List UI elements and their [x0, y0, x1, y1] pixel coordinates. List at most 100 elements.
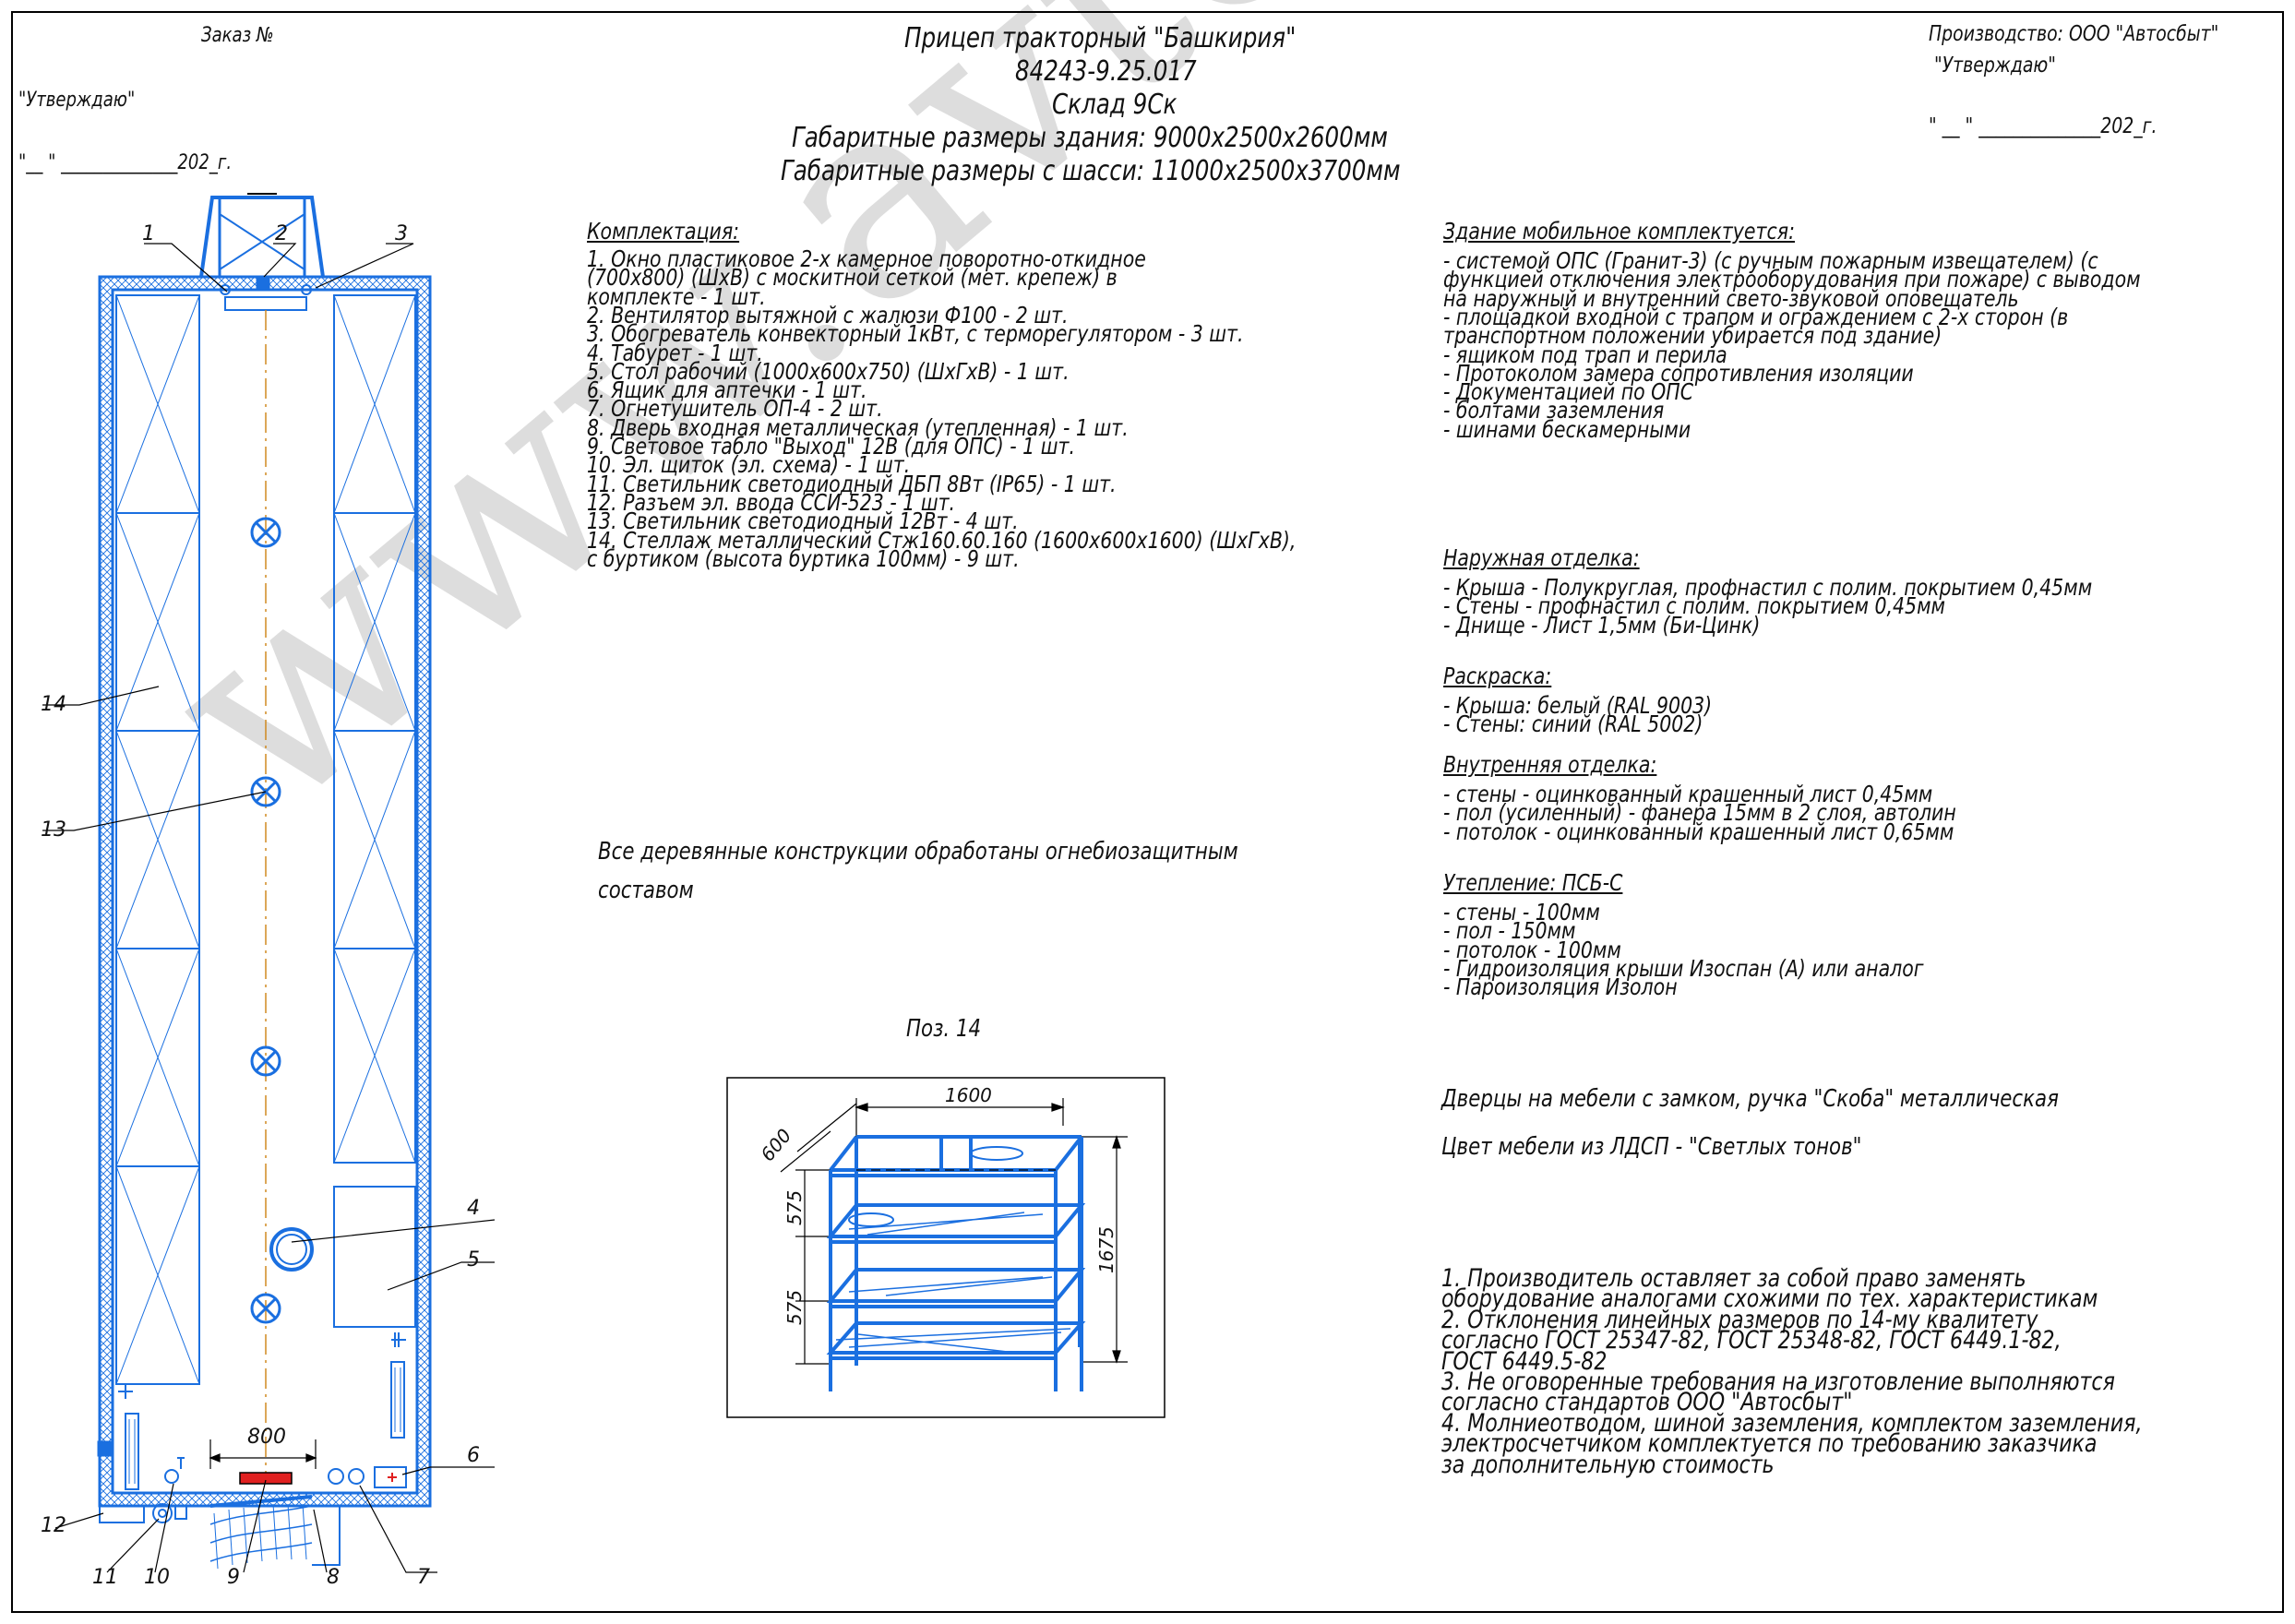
building-line: - Протоколом замера сопротивления изоляц…: [1443, 359, 1914, 387]
exit-sign: [239, 1472, 293, 1485]
note-line: 3. Не оговоренные требования на изготовл…: [1441, 1367, 2115, 1396]
kit-line: (700х800) (ШхВ) с москитной сеткой (мет.…: [587, 264, 1118, 292]
right-racks: [333, 294, 416, 1164]
building-heading: Здание мобильное комплектуется:: [1443, 218, 1795, 245]
note-line: 4. Молниеотводом, шиной заземления, комп…: [1441, 1408, 2143, 1438]
building-line: на наружный и внутренний свето-звуковой …: [1443, 284, 2019, 312]
lamps: [250, 517, 281, 1324]
callout-14: 14: [41, 693, 66, 716]
inner-line: - стены - оцинкованный крашенный лист 0,…: [1443, 781, 1933, 807]
furniture-line-1: Дверцы на мебели с замком, ручка "Скоба"…: [1441, 1085, 2059, 1113]
work-table: [333, 1186, 416, 1328]
kit-line: 7. Огнетушитель ОП-4 - 2 шт.: [587, 395, 883, 423]
callout-2: 2: [275, 222, 288, 245]
title-line-5: Габаритные размеры с шасси: 11000х2500х3…: [781, 155, 1401, 187]
outer-line: - Днище - Лист 1,5мм (Би-Цинк): [1443, 611, 1761, 639]
paint-line: - Стены: синий (RAL 5002): [1443, 710, 1703, 738]
kit-note-line-1: Все деревянные конструкции обработаны ог…: [598, 838, 1238, 866]
stool: [269, 1227, 314, 1272]
rack-frame: [726, 1077, 1165, 1418]
insul-heading: Утепление: ПСБ-С: [1443, 869, 1623, 896]
building-line: - ящиком под трап и перила: [1443, 340, 1727, 368]
kit-line: 13. Светильник светодиодный 12Вт - 4 шт.: [587, 508, 1019, 535]
callout-8: 8: [327, 1566, 340, 1589]
kit-line: 4. Табурет - 1 шт.: [587, 339, 763, 366]
entry-connector: [99, 1505, 145, 1523]
building-line: транспортном положении убирается под зда…: [1443, 322, 1942, 350]
title-line-1: Прицеп тракторный "Башкирия": [904, 22, 1297, 54]
building-line: функцией отключения электрооборудования …: [1443, 266, 2141, 293]
note-line: 2. Отклонения линейных размеров по 14-му…: [1441, 1305, 2038, 1334]
window-marker: [256, 276, 270, 291]
note-line: за дополнительную стоимость: [1441, 1450, 1775, 1479]
producer: Производство: ООО "Автосбыт": [1929, 22, 2219, 46]
heater-right: [390, 1361, 405, 1439]
kit-line: 2. Вентилятор вытяжной с жалюзи Ф100 - 2…: [587, 301, 1069, 328]
building-line: - Документацией по ОПС: [1443, 378, 1694, 406]
kit-line: 10. Эл. щиток (эл. схема) - 1 шт.: [587, 451, 911, 479]
building-line: - болтами заземления: [1443, 397, 1665, 424]
paint-line: - Крыша: белый (RAL 9003): [1443, 692, 1713, 719]
note-line: электросчетчиком комплектуется по требов…: [1441, 1429, 2098, 1459]
insul-line: - Пароизоляция Изолон: [1443, 973, 1678, 1001]
heater-left: [125, 1413, 139, 1490]
outer-heading: Наружная отделка:: [1443, 544, 1640, 571]
callout-6: 6: [467, 1444, 480, 1467]
note-line: ГОСТ 6449.5-82: [1441, 1346, 1608, 1376]
inner-heading: Внутренняя отделка:: [1443, 751, 1657, 778]
approve-right: "Утверждаю": [1934, 54, 2056, 78]
building-line: - площадкой входной с трапом и ограждени…: [1443, 303, 2069, 330]
leaders: [42, 243, 496, 1573]
rack-detail: [726, 1077, 1165, 1418]
kit-line: 6. Ящик для аптечки - 1 шт.: [587, 376, 867, 404]
callout-labels: 1 2 3 4 5 6 7 8 9 10 11 12 13 14 800: [41, 222, 480, 1589]
callout-12: 12: [41, 1514, 66, 1537]
top-hatch: [199, 196, 325, 278]
rack-dim-depth: 600: [756, 1125, 795, 1166]
rack-position-label: Поз. 14: [906, 1015, 982, 1043]
building-line: - шинами бескамерными: [1443, 415, 1691, 443]
kit-heading: Комплектация:: [587, 218, 740, 245]
kit-note-line-2: составом: [598, 877, 694, 904]
rack-dim-shelf-1: 575: [783, 1190, 806, 1225]
left-racks: [115, 294, 200, 1385]
rack-dim-height: 1675: [1095, 1226, 1118, 1273]
note-line: 1. Производитель оставляет за собой прав…: [1441, 1264, 2026, 1293]
insul-line: - стены - 100мм: [1443, 899, 1600, 925]
date-line-right: " __ " ______________202_г.: [1929, 114, 2158, 138]
callout-1: 1: [142, 222, 155, 245]
outer-line: - Стены - профнастил с полим. покрытием …: [1443, 592, 1946, 620]
first-aid-box: [374, 1466, 407, 1488]
kit-line: 12. Разъем эл. ввода ССИ-523 - 1 шт.: [587, 488, 956, 516]
sheet-frame: [11, 11, 2284, 1613]
kit-line: 5. Стол рабочий (1000х600х750) (ШхГхВ) -…: [587, 357, 1070, 385]
kit-line: 3. Обогреватель конвекторный 1кВт, с тер…: [587, 320, 1244, 348]
callout-11: 11: [92, 1566, 118, 1589]
floor-plan: [97, 193, 432, 1570]
title-line-2: 84243-9.25.017: [1015, 55, 1197, 88]
kit-line: 11. Светильник светодиодный ДБП 8Вт (IP6…: [587, 470, 1117, 497]
kit-line: 8. Дверь входная металлическая (утепленн…: [587, 413, 1129, 441]
callout-13: 13: [41, 818, 66, 842]
order-number: Заказ №: [201, 24, 274, 47]
insul-line: - Гидроизоляция крыши Изоспан (А) или ан…: [1443, 954, 1924, 982]
furniture-line-2: Цвет мебели из ЛДСП - "Светлых тонов": [1441, 1133, 1862, 1161]
insul-line: - пол - 150мм: [1443, 917, 1576, 945]
kit-line: комплекте - 1 шт.: [587, 282, 766, 310]
title-line-4: Габаритные размеры здания: 9000х2500х260…: [792, 122, 1388, 154]
callout-7: 7: [417, 1566, 430, 1589]
note-line: согласно стандартов ООО "Автосбыт": [1441, 1388, 1853, 1417]
kit-line: 9. Световое табло "Выход" 12В (для ОПС) …: [587, 433, 1075, 460]
heater-top: [224, 296, 307, 311]
title-line-3: Склад 9Ск: [1052, 89, 1177, 121]
insul-line: - потолок - 100мм: [1443, 936, 1621, 963]
date-line-left: "__ " ______________202_г.: [18, 151, 233, 174]
inner-line: - потолок - оцинкованный крашенный лист …: [1443, 818, 1954, 845]
rack-dim-width: 1600: [945, 1084, 992, 1106]
callout-9: 9: [227, 1566, 240, 1589]
dim-door: 800: [247, 1426, 286, 1449]
kit-line: с буртиком (высота буртика 100мм) - 9 шт…: [587, 544, 1020, 572]
inner-line: - пол (усиленный) - фанера 15мм в 2 слоя…: [1443, 799, 1956, 827]
